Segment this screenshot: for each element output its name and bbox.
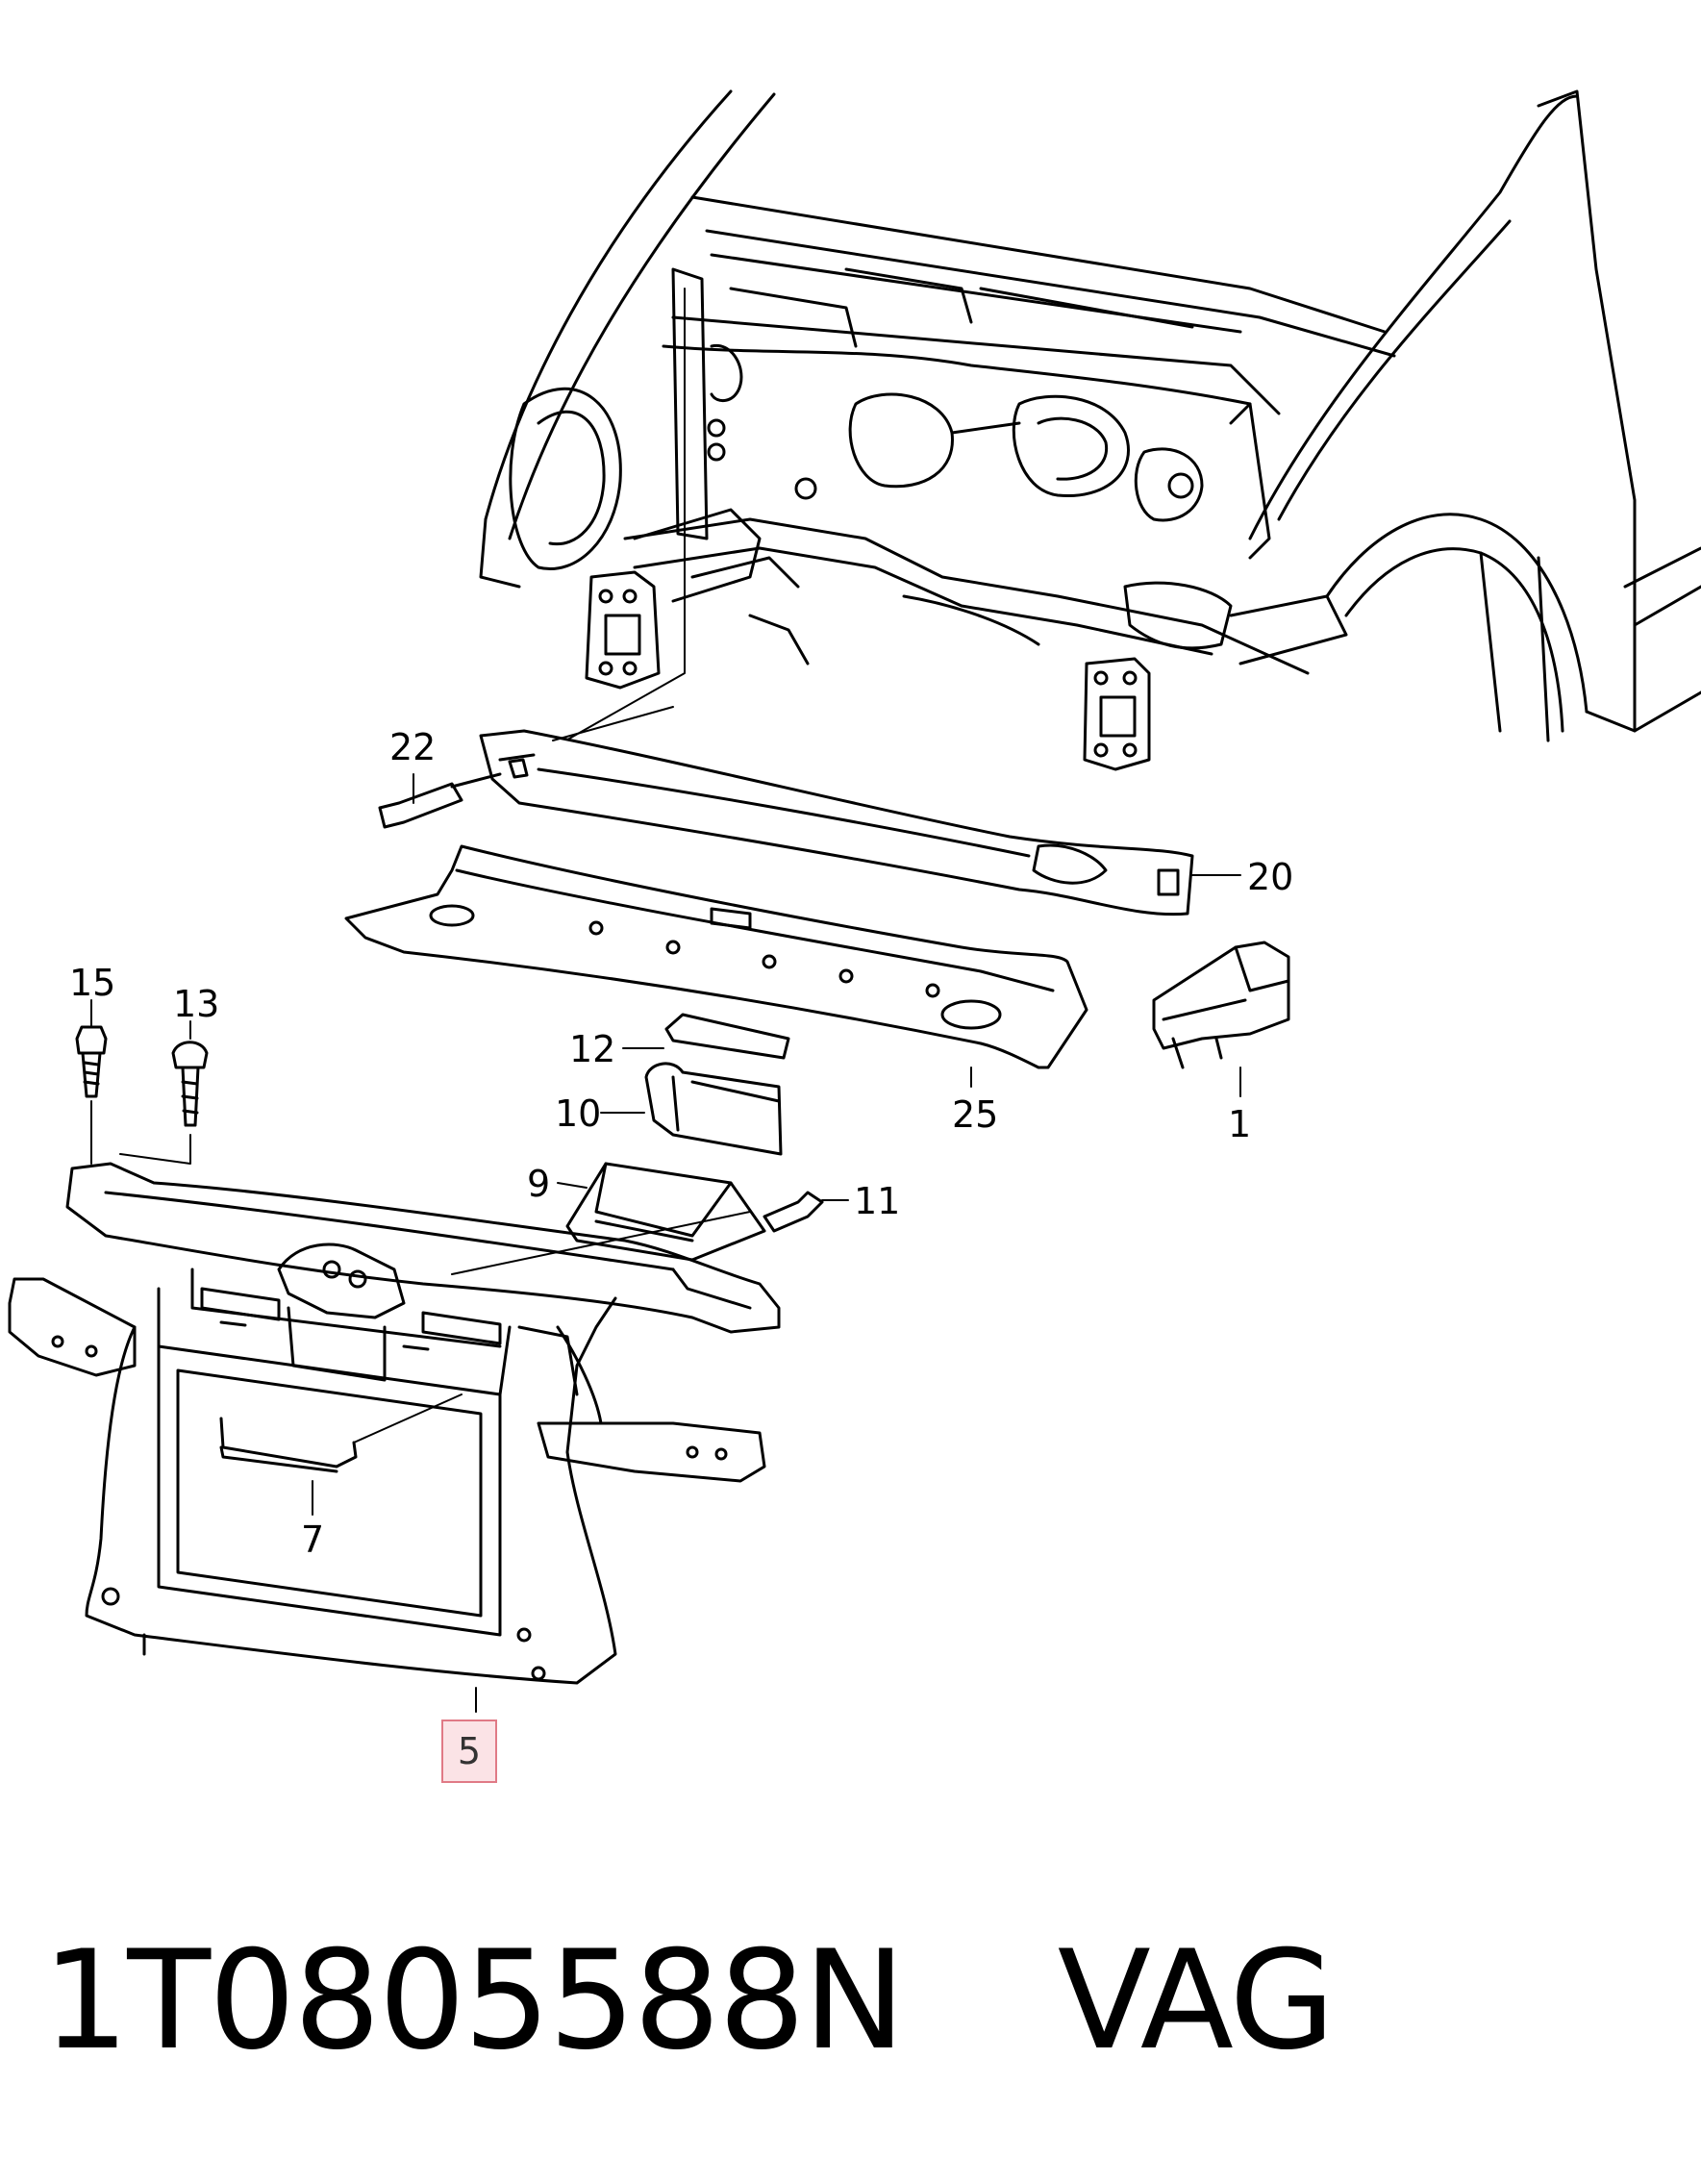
leader-line [568, 288, 686, 740]
callout-10: 10 [555, 1092, 602, 1135]
callout-1: 1 [1228, 1103, 1252, 1145]
part-7-bracket [219, 1393, 463, 1516]
callout-11: 11 [854, 1180, 901, 1222]
part-5-front-panel [8, 1162, 781, 1685]
part-10-duct [644, 1062, 783, 1156]
callout-9: 9 [527, 1163, 551, 1205]
car-body-front [479, 89, 1701, 771]
bolt-11-icon [763, 1191, 824, 1233]
callout-7: 7 [301, 1519, 325, 1561]
callout-25: 25 [952, 1093, 999, 1136]
part-20-upper-crossmember [479, 729, 1194, 916]
bolt-13-icon [119, 1020, 209, 1165]
part-12-seal [664, 1013, 790, 1060]
callout-20: 20 [1247, 856, 1294, 898]
part-9-duct [565, 1162, 766, 1262]
leader-line [552, 706, 674, 741]
callout-22: 22 [389, 726, 437, 768]
part-number: 1T0805588N [42, 1920, 906, 2080]
callout-13: 13 [173, 983, 220, 1025]
part-1-bracket [1152, 941, 1290, 1069]
brand-name: VAG [1057, 1920, 1336, 2080]
bolt-22-icon [378, 782, 463, 829]
part-25-lower-crossmember [344, 844, 1088, 1069]
callout-15: 15 [69, 962, 116, 1004]
bolt-15-icon [75, 999, 108, 1165]
callout-5-highlighted: 5 [441, 1720, 497, 1783]
callout-12: 12 [569, 1028, 616, 1070]
part-caption: 1T0805588N VAG [42, 1919, 1677, 2082]
